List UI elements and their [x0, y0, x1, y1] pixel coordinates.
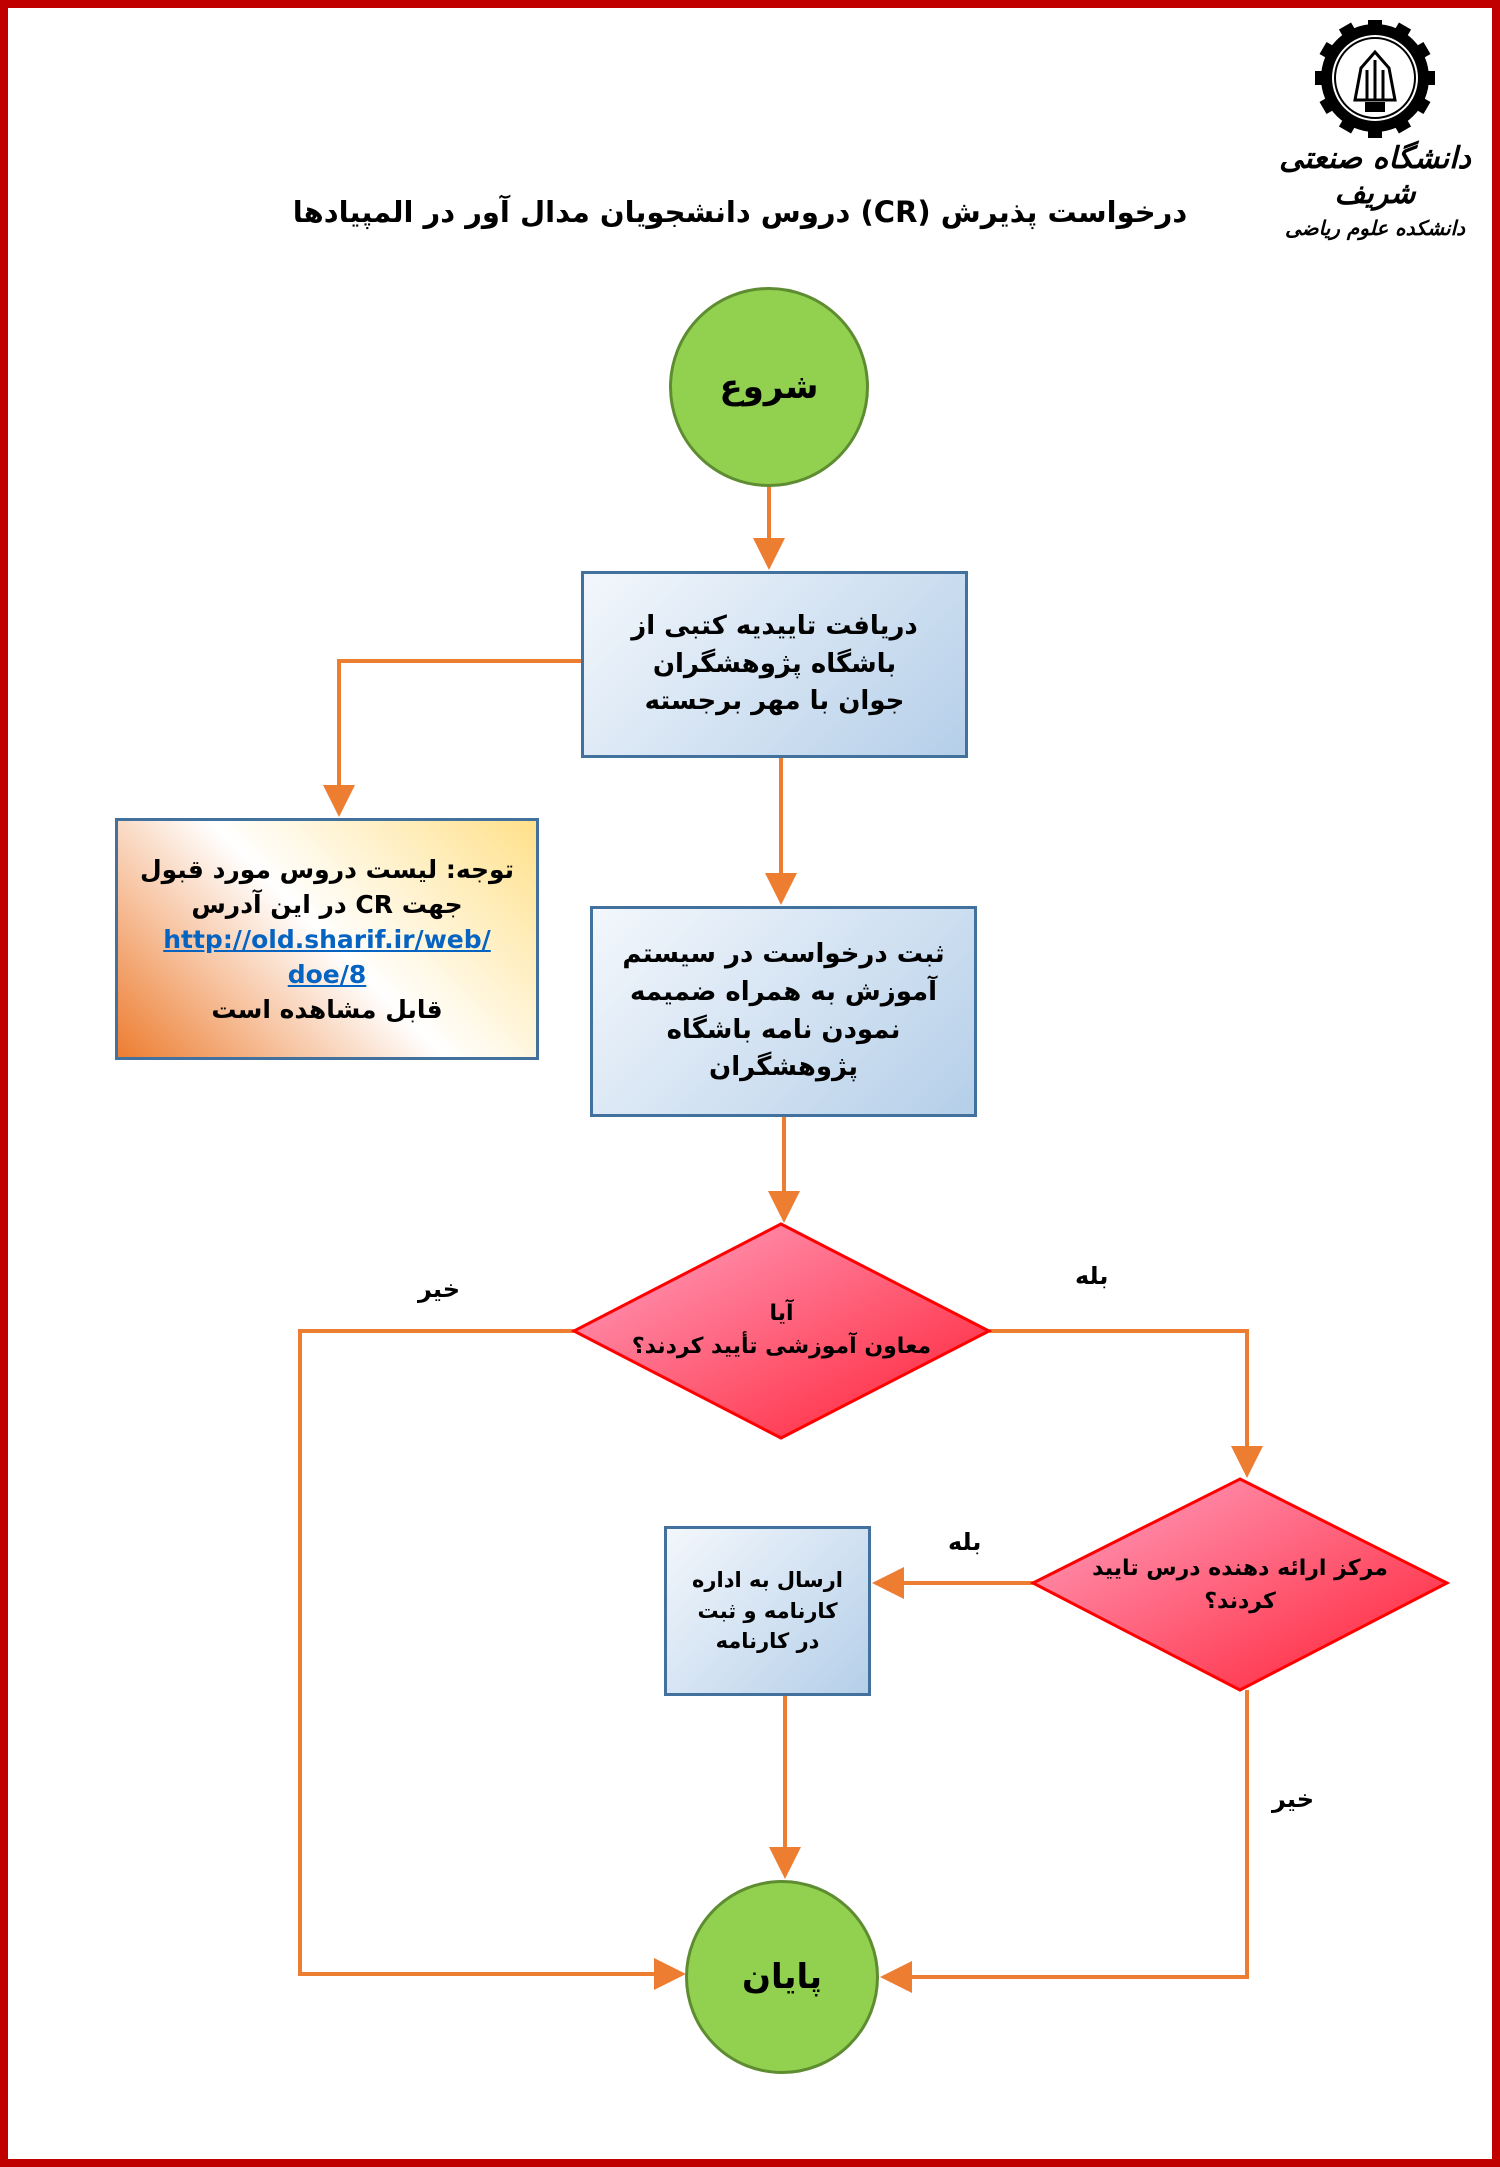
step-register-request-box: ثبت درخواست در سیستم آموزش به همراه ضمیم…: [590, 906, 977, 1117]
step1-line: باشگاه پژوهشگران: [652, 648, 897, 679]
step1-line: جوان با مهر برجسته: [644, 686, 905, 717]
start-node: شروع: [669, 287, 869, 487]
end-label: پایان: [741, 1957, 823, 1997]
decision2-shape: [1029, 1477, 1451, 1692]
arrow-decision1-yes-to-decision2: [989, 1329, 1263, 1478]
end-node: پایان: [685, 1880, 879, 2074]
course-list-link[interactable]: http://old.sharif.ir/web/: [163, 924, 491, 954]
step2-line: پژوهشگران: [709, 1052, 858, 1083]
step3-line: در کارنامه: [715, 1629, 820, 1654]
course-list-link-continued[interactable]: doe/8: [287, 959, 367, 989]
decision2-line: کردند؟: [1204, 1589, 1276, 1614]
decision1-line: معاون آموزشی تأیید کردند؟: [631, 1334, 932, 1359]
arrow-decision1-no-to-end: [298, 1329, 686, 1990]
step-send-to-transcript-office-box: ارسال به اداره کارنامه و ثبت در کارنامه: [664, 1526, 871, 1696]
step2-line: نمودن نامه باشگاه: [666, 1014, 901, 1045]
note-box: توجه: لیست دروس مورد قبول جهت CR در این …: [115, 818, 539, 1060]
step3-line: ارسال به اداره: [692, 1568, 843, 1593]
start-label: شروع: [719, 367, 819, 407]
decision2-no-label: خیر: [1272, 1785, 1315, 1813]
decision1-yes-label: بله: [1075, 1262, 1109, 1290]
decision2-yes-label: بله: [948, 1528, 982, 1556]
note-line: توجه: لیست دروس مورد قبول: [139, 854, 515, 884]
step3-line: کارنامه و ثبت: [697, 1598, 838, 1623]
arrow-step1-to-note: [323, 659, 581, 817]
decision1-shape: [570, 1222, 993, 1440]
page-title: درخواست پذیرش (CR) دروس دانشجویان مدال آ…: [292, 195, 1188, 229]
decision-course-center-approval: مرکز ارائه دهنده درس تایید کردند؟: [1060, 1530, 1420, 1640]
logo-faculty-name: دانشکده علوم ریاضی: [1284, 216, 1466, 240]
decision1-line: آیا: [769, 1301, 794, 1326]
sharif-gear-emblem-icon: [1315, 20, 1435, 138]
decision-deputy-approval: آیا معاون آموزشی تأیید کردند؟: [594, 1270, 969, 1390]
step-confirmation-box: دریافت تاییدیه کتبی از باشگاه پژوهشگران …: [581, 571, 968, 758]
step1-line: دریافت تاییدیه کتبی از: [631, 610, 918, 641]
logo-university-name: دانشگاه صنعتی شریف: [1279, 141, 1471, 211]
step2-line: ثبت درخواست در سیستم: [622, 939, 945, 970]
university-logo: دانشگاه صنعتی شریف دانشکده علوم ریاضی: [1262, 20, 1488, 240]
note-line: قابل مشاهده است: [211, 994, 443, 1024]
decision1-no-label: خیر: [418, 1275, 461, 1303]
note-line: جهت CR در این آدرس: [191, 889, 463, 919]
step2-line: آموزش به همراه ضمیمه: [629, 976, 938, 1007]
arrow-decision2-no-to-end: [880, 1690, 1249, 1993]
decision2-line: مرکز ارائه دهنده درس تایید: [1092, 1556, 1388, 1581]
